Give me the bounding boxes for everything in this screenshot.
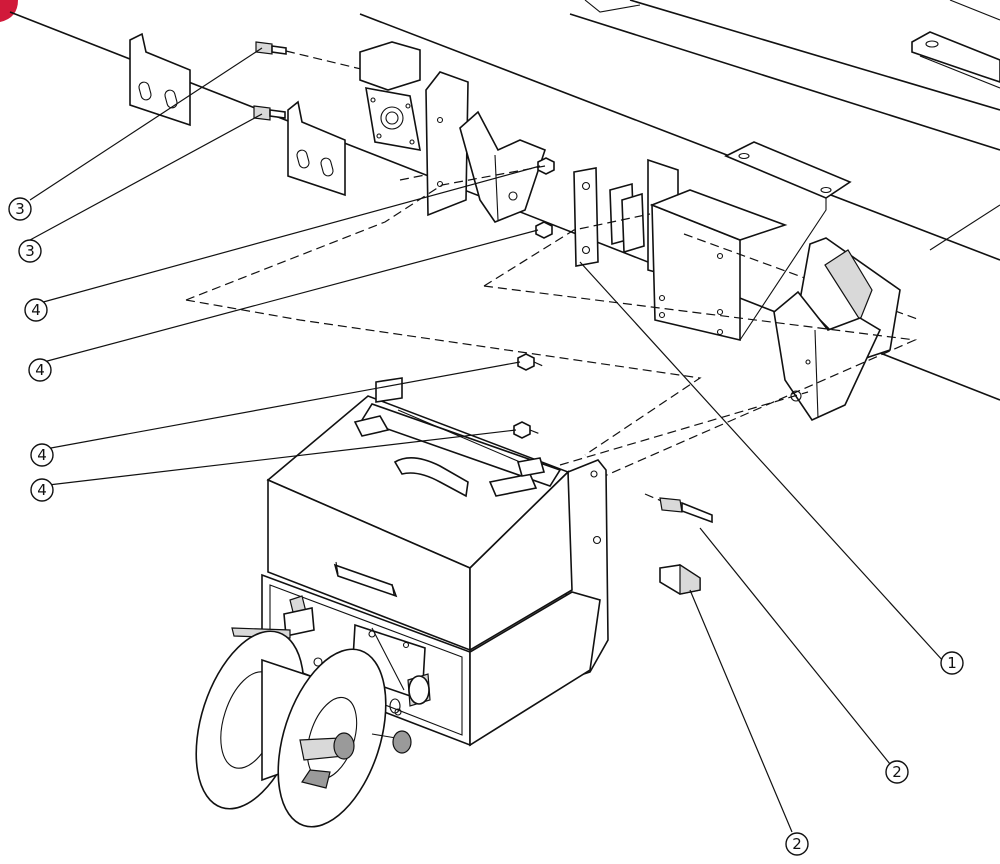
- callout-4-first: 4: [24, 298, 48, 322]
- svg-text:3: 3: [15, 200, 25, 218]
- svg-text:4: 4: [37, 481, 47, 499]
- svg-text:3: 3: [25, 242, 35, 260]
- svg-text:1: 1: [947, 654, 957, 672]
- svg-text:2: 2: [792, 835, 802, 853]
- bolt-3-upper: [255, 41, 287, 55]
- leader-lines: [29, 47, 945, 833]
- top-right-plate: [911, 31, 1000, 89]
- callout-4-second: 4: [28, 358, 52, 382]
- nut-4-a: [537, 157, 555, 175]
- svg-text:4: 4: [37, 446, 47, 464]
- flange-bracket: [359, 41, 421, 151]
- callout-2-upper: 2: [885, 760, 909, 784]
- v-guide-left: [459, 110, 546, 223]
- bolt-3-lower: [253, 105, 286, 121]
- svg-text:2: 2: [892, 763, 902, 781]
- callout-3-upper: 3: [8, 197, 32, 221]
- nut-4-d: [513, 421, 531, 439]
- callout-4-third: 4: [30, 443, 54, 467]
- left-mounting-plate-a: [129, 32, 191, 127]
- left-mounting-plate-b: [287, 100, 346, 197]
- link-bar: [573, 167, 599, 267]
- bolt-2-lower: [659, 563, 701, 595]
- corner-marker: [0, 0, 18, 22]
- bolt-2-upper: [659, 497, 713, 524]
- callout-4-fourth: 4: [30, 478, 54, 502]
- nut-4-b: [535, 221, 553, 239]
- v-guide-right: [773, 237, 901, 422]
- svg-text:4: 4: [31, 301, 41, 319]
- right-l-bracket: [649, 141, 852, 342]
- callout-1: 1: [940, 651, 964, 675]
- machine-housing: [266, 377, 609, 682]
- callout-2-lower: 2: [785, 832, 809, 856]
- svg-text:4: 4: [35, 361, 45, 379]
- wire-reel: [195, 630, 412, 828]
- angle-plate: [425, 71, 469, 217]
- callout-3-lower: 3: [18, 239, 42, 263]
- nut-4-c: [517, 353, 535, 371]
